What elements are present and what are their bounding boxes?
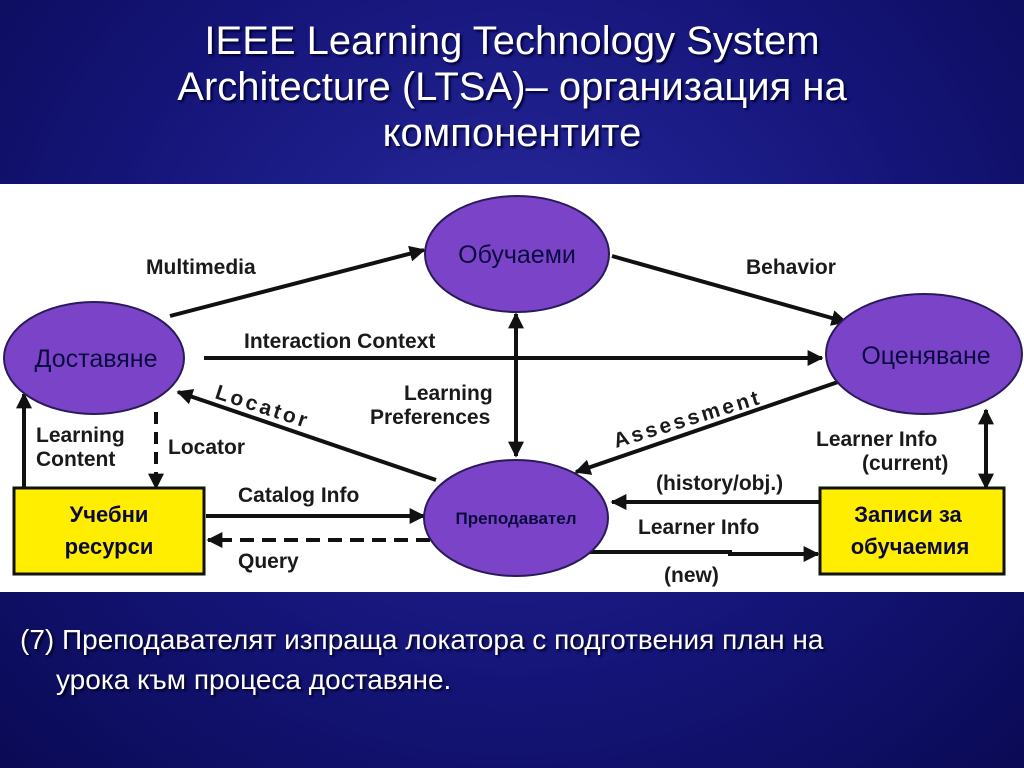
- node-coach-label: Преподавател: [456, 509, 577, 528]
- label-interaction-context: Interaction Context: [244, 330, 435, 353]
- node-learner-label: Обучаеми: [458, 241, 576, 269]
- label-learning-content-2: Content: [36, 448, 115, 471]
- slide-caption: (7) Преподавателят изпраща локатора с по…: [20, 620, 1010, 700]
- label-query: Query: [238, 550, 299, 573]
- slide-title: IEEE Learning Technology System Architec…: [0, 18, 1024, 156]
- label-learning-content-1: Learning: [36, 424, 125, 447]
- store-learner-records: Записи за обучаемия: [818, 486, 1006, 576]
- arrow-learner-info-new: [584, 546, 820, 562]
- label-learner-info-current-2: (current): [862, 452, 948, 475]
- ltsa-diagram-svg: Multimedia Behavior Interaction Context …: [3, 195, 1023, 587]
- label-catalog-info: Catalog Info: [238, 484, 359, 507]
- ltsa-diagram: Multimedia Behavior Interaction Context …: [0, 184, 1024, 592]
- node-coach: Преподавател: [423, 459, 609, 577]
- store-learning-resources: Учебни ресурси: [12, 486, 206, 576]
- arrow-assessment: [574, 380, 839, 475]
- store-learner-records-line-1: Записи за: [854, 502, 962, 527]
- title-line-2: Architecture (LTSA)– организация на: [177, 65, 847, 109]
- label-learning-preferences-2: Preferences: [370, 406, 490, 429]
- arrow-multimedia: [169, 245, 426, 318]
- label-locator-diagonal: Locator: [212, 381, 312, 433]
- label-learning-preferences-1: Learning: [404, 382, 493, 405]
- node-delivery: Доставяне: [3, 301, 185, 415]
- label-learner-info-current-1: Learner Info: [816, 428, 937, 451]
- label-assessment: Assessment: [611, 386, 765, 453]
- store-learning-resources-line-1: Учебни: [70, 502, 149, 527]
- store-learning-resources-line-2: ресурси: [65, 534, 154, 559]
- caption-line-1: (7) Преподавателят изпраща локатора с по…: [20, 624, 824, 655]
- label-locator: Locator: [168, 436, 245, 459]
- label-behavior: Behavior: [746, 256, 836, 279]
- node-evaluation: Оценяване: [825, 293, 1023, 415]
- label-history-obj: (history/obj.): [656, 472, 783, 495]
- label-new: (new): [664, 564, 719, 587]
- label-multimedia: Multimedia: [146, 256, 256, 279]
- node-learner: Обучаеми: [424, 195, 610, 313]
- node-delivery-label: Доставяне: [35, 345, 158, 373]
- arrow-behavior: [611, 254, 848, 326]
- label-learner-info: Learner Info: [638, 516, 759, 539]
- title-line-3: компонентите: [382, 111, 642, 155]
- store-learner-records-line-2: обучаемия: [851, 534, 970, 559]
- caption-line-2: урока към процеса доставяне.: [56, 664, 452, 695]
- title-line-1: IEEE Learning Technology System: [204, 19, 820, 63]
- arrow-locator-diagonal: [176, 389, 437, 482]
- node-evaluation-label: Оценяване: [861, 342, 990, 370]
